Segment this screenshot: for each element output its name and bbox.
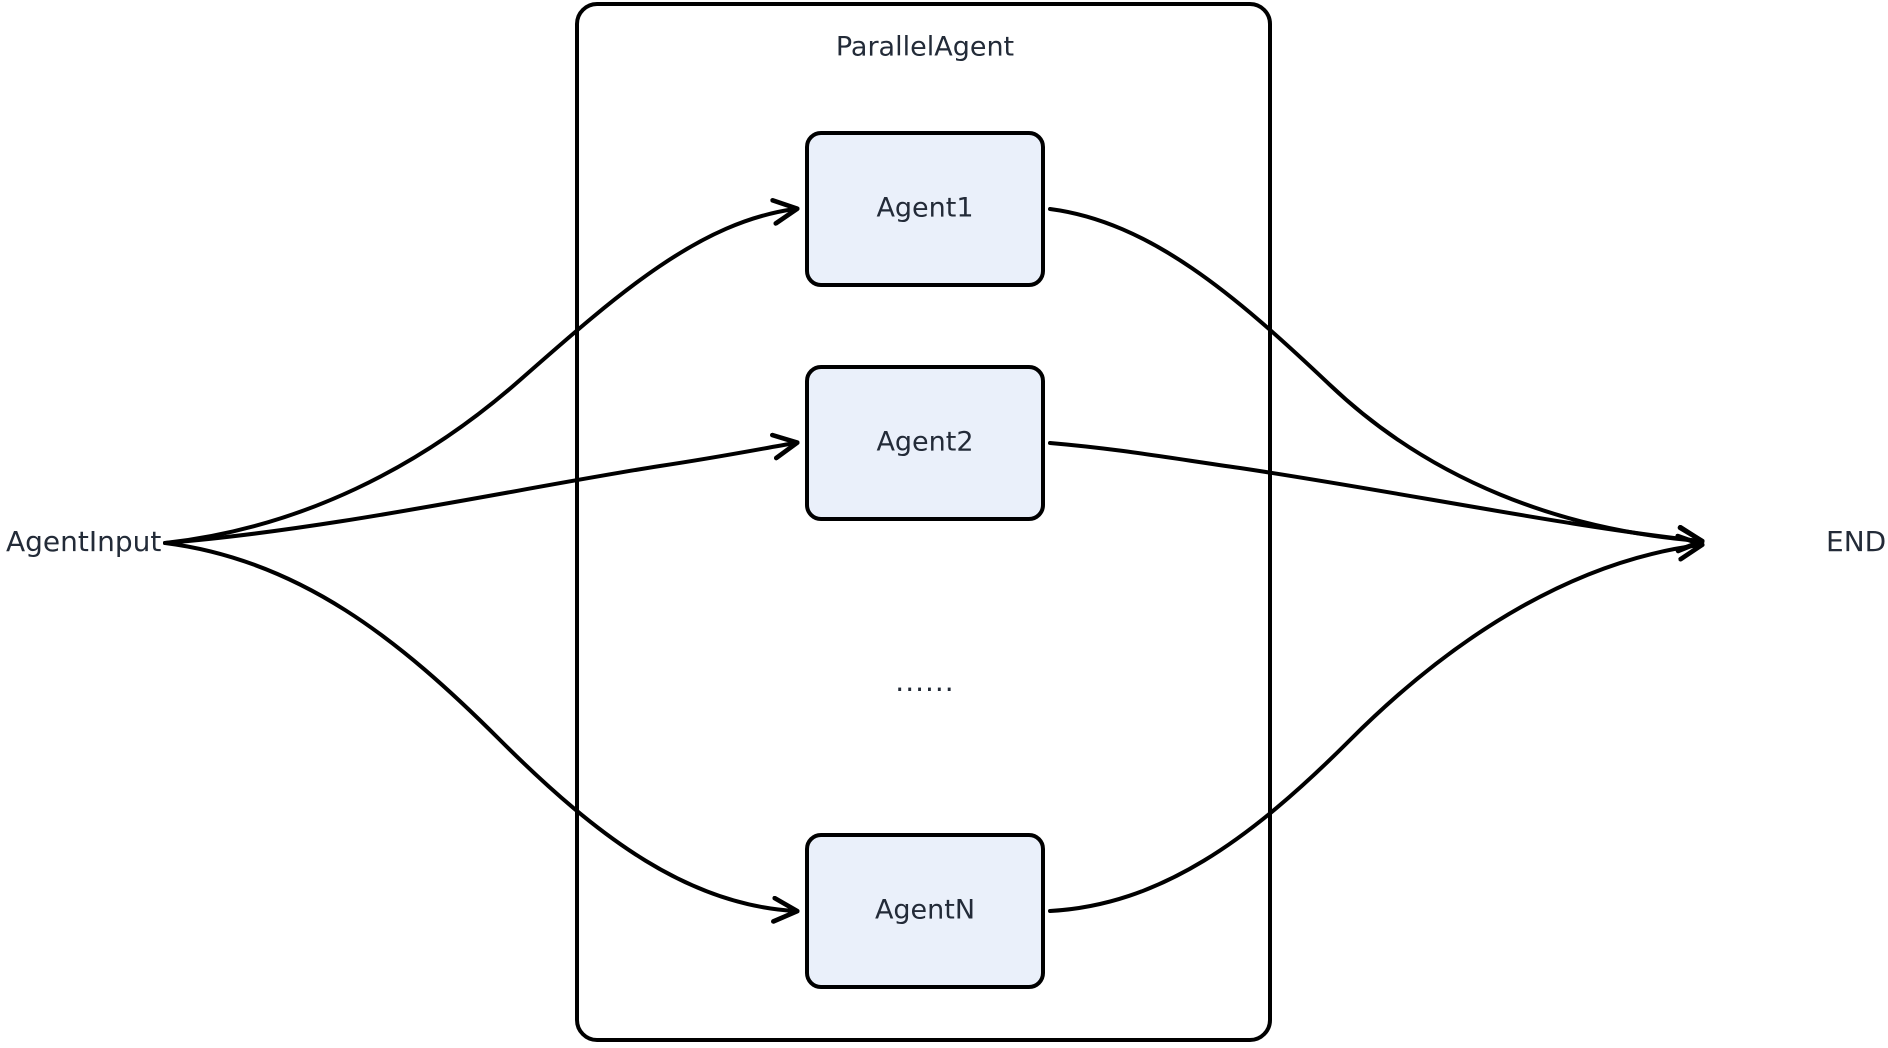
parallel-agent-group-title: ParallelAgent xyxy=(836,32,1014,63)
edge-agent1-to-end xyxy=(1048,207,1705,554)
edge-agent-input-to-agent1 xyxy=(163,197,800,545)
agent-node-agent2[interactable]: Agent2 xyxy=(805,365,1045,521)
agent1-label: Agent1 xyxy=(876,193,973,224)
edge-agentn-to-end xyxy=(1048,533,1705,913)
edge-agent-input-to-agentn xyxy=(163,541,800,924)
ellipsis-more-agents-label: ...... xyxy=(895,665,954,698)
agent-node-agent1[interactable]: Agent1 xyxy=(805,131,1045,287)
agent2-box[interactable] xyxy=(805,365,1045,521)
edges-input-fanout xyxy=(163,197,800,924)
agent1-box[interactable] xyxy=(805,131,1045,287)
edges-output-fanin xyxy=(1048,207,1705,913)
end-label: END xyxy=(1826,525,1886,558)
agentn-label: AgentN xyxy=(875,895,975,926)
edge-agent2-to-end xyxy=(1048,441,1705,553)
agent2-label: Agent2 xyxy=(876,427,973,458)
parallel-agent-group-box xyxy=(575,2,1272,1042)
agent-input-label: AgentInput xyxy=(6,525,161,558)
agentn-box[interactable] xyxy=(805,833,1045,989)
edge-agent-input-to-agent2 xyxy=(163,432,800,545)
agent-node-agentn[interactable]: AgentN xyxy=(805,833,1045,989)
